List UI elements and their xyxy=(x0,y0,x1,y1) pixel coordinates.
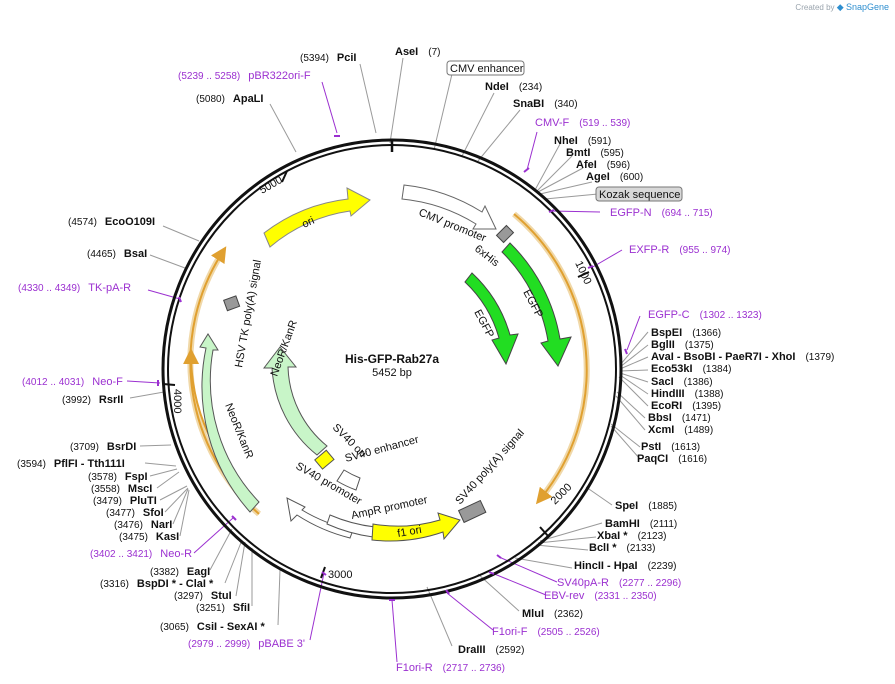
feature-label-f1-ori: f1 ori xyxy=(396,524,422,540)
enzyme-label: (3558)MscI xyxy=(91,483,152,495)
orange-feature-right-line xyxy=(513,213,588,505)
enzyme-label: (3477)SfoI xyxy=(106,507,164,519)
enzyme-label: HindIII(1388) xyxy=(651,388,724,400)
primer-label: (2979 .. 2999)pBABE 3' xyxy=(188,638,305,650)
enzyme-label: XbaI *(2123) xyxy=(597,530,666,542)
egfp-arrow-inner xyxy=(464,272,519,366)
primer-label: F1ori-R(2717 .. 2736) xyxy=(396,662,505,674)
neor-kanr-arrow-outer xyxy=(199,333,260,513)
enzyme-label: SacI(1386) xyxy=(651,376,713,388)
plasmid-name: His-GFP-Rab27a xyxy=(345,352,439,366)
primer-label: (5239 .. 5258)pBR322ori-F xyxy=(178,70,311,82)
sv40-ori-box xyxy=(314,449,335,470)
enzyme-label: (5080)ApaLI xyxy=(196,93,263,105)
enzyme-label: (3476)NarI xyxy=(114,519,172,531)
enzyme-label: BamHI(2111) xyxy=(605,518,677,530)
enzyme-label: SpeI(1885) xyxy=(615,500,677,512)
enzyme-label: MluI(2362) xyxy=(522,608,583,620)
sv40-enhancer-arrow xyxy=(336,469,361,491)
cmv-promoter-arrow xyxy=(401,184,497,230)
primer-label: SV40pA-R(2277 .. 2296) xyxy=(557,577,681,589)
enzyme-label: AfeI(596) xyxy=(576,159,630,171)
enzyme-label: BglII(1375) xyxy=(651,339,714,351)
enzyme-label: (3382)EagI xyxy=(150,566,210,578)
enzyme-label: HincII - HpaI(2239) xyxy=(574,560,676,572)
enzyme-label: (4465)BsaI xyxy=(87,248,147,260)
feature-label-hsv-tk-polya: HSV TK poly(A) signal xyxy=(233,259,264,369)
feature-label-ori: ori xyxy=(300,215,316,231)
kozak-label: Kozak sequence xyxy=(599,189,680,201)
enzyme-label: AseI(7) xyxy=(395,46,440,58)
enzyme-label: DraIII(2592) xyxy=(458,644,524,656)
f1-ori-arrow xyxy=(371,512,461,542)
primer-label: F1ori-F(2505 .. 2526) xyxy=(492,626,600,638)
feature-label-sv40-polya: SV40 poly(A) signal xyxy=(453,427,527,507)
enzyme-label: (3316)BspDI * - ClaI * xyxy=(100,578,214,590)
enzyme-label: (3297)StuI xyxy=(174,590,232,602)
tick-label-4000: 4000 xyxy=(171,389,183,413)
enzyme-label: (3709)BsrDI xyxy=(70,441,136,453)
enzyme-label: EcoRI(1395) xyxy=(651,400,721,412)
primer-label: EGFP-C(1302 .. 1323) xyxy=(648,309,762,321)
neor-kanr-arrow-inner xyxy=(262,346,328,456)
enzyme-label: AgeI(600) xyxy=(586,171,643,183)
primer-leaders xyxy=(126,81,641,663)
tick-label-3000: 3000 xyxy=(328,569,352,581)
cmv-enhancer-callout: CMV enhancer xyxy=(446,60,525,76)
cmv-enhancer-label: CMV enhancer xyxy=(450,63,524,75)
enzyme-label: PaqCI(1616) xyxy=(637,453,707,465)
enzyme-label: PstI(1613) xyxy=(641,441,700,453)
primer-markers xyxy=(157,135,628,601)
enzyme-label: XcmI(1489) xyxy=(648,424,713,436)
enzyme-label: NheI(591) xyxy=(554,135,611,147)
hsv-tk-polya-box xyxy=(223,295,241,312)
enzyme-label: (3251)SfiI xyxy=(196,602,250,614)
snapgene-credit: Created by ◆ SnapGene xyxy=(795,2,889,13)
primer-label: EXFP-R(955 .. 974) xyxy=(629,244,731,256)
sv40-promoter-arrow xyxy=(286,497,354,539)
snapgene-logo: ◆ xyxy=(836,2,844,12)
enzyme-label: (3578)FspI xyxy=(88,471,148,483)
enzyme-label: (3475)KasI xyxy=(119,531,179,543)
enzyme-label: BclI *(2133) xyxy=(589,542,655,554)
egfp-arrow-outer xyxy=(501,242,572,367)
enzyme-label: (3594)PflFI - Tth111I xyxy=(17,458,125,470)
enzyme-label: BmtI(595) xyxy=(566,147,624,159)
enzyme-label: (4574)EcoO109I xyxy=(68,216,155,228)
primer-label: (4330 .. 4349)TK-pA-R xyxy=(18,282,131,294)
credit-prefix: Created by xyxy=(795,3,835,12)
primer-label: (3402 .. 3421)Neo-R xyxy=(90,548,192,560)
credit-brand: SnapGene xyxy=(845,2,889,12)
primer-labels: (5239 .. 5258)pBR322ori-F CMV-F(519 .. 5… xyxy=(18,70,762,674)
his-tag-box xyxy=(495,224,515,244)
plasmid-size: 5452 bp xyxy=(372,367,412,379)
enzyme-label: Eco53kI(1384) xyxy=(651,363,732,375)
primer-label: EGFP-N(694 .. 715) xyxy=(610,207,713,219)
primer-label: CMV-F(519 .. 539) xyxy=(535,117,630,129)
enzyme-label: (3479)PluTI xyxy=(93,495,157,507)
primer-label: (4012 .. 4031)Neo-F xyxy=(22,376,123,388)
tick-label-5000: 5000 xyxy=(258,174,285,197)
enzyme-label: (5394)PciI xyxy=(300,52,356,64)
kozak-callout: Kozak sequence xyxy=(595,186,683,202)
feature-label-neor-kanr-outer: NeoR/KanR xyxy=(222,402,255,461)
enzyme-label: AvaI - BsoBI - PaeR7I - XhoI(1379) xyxy=(651,351,834,363)
label-leaders xyxy=(129,57,649,647)
primer-label: EBV-rev(2331 .. 2350) xyxy=(544,590,657,602)
enzyme-label: SnaBI(340) xyxy=(513,98,578,110)
enzyme-label: BspEI(1366) xyxy=(651,327,721,339)
feature-label-6xhis: 6xHis xyxy=(472,243,501,270)
enzyme-label: BbsI(1471) xyxy=(648,412,711,424)
ori-arrow xyxy=(263,187,371,248)
enzyme-labels: AseI(7) (5394)PciI (5080)ApaLI NdeI(234)… xyxy=(17,46,834,656)
sv40-polya-box xyxy=(457,499,487,524)
enzyme-label: NdeI(234) xyxy=(485,81,542,93)
enzyme-label: (3065)CsiI - SexAI * xyxy=(160,621,265,633)
enzyme-label: (3992)RsrII xyxy=(62,394,123,406)
